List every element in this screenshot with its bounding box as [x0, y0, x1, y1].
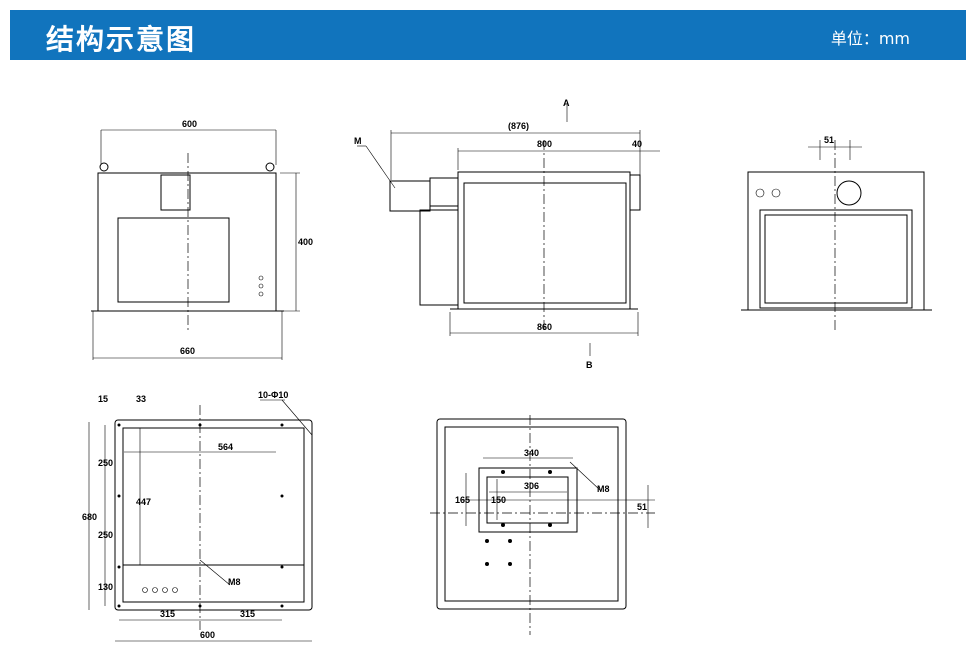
header-bar: 结构示意图 单位：mm: [10, 10, 966, 60]
bottom-view: 680 15 33 250 250 130 564 447 315 315 60…: [82, 390, 313, 642]
dim-51-top: 51: [637, 502, 647, 512]
front-view: 600 400 660: [91, 119, 313, 360]
dim-306: 306: [524, 481, 539, 491]
side-view: (876) 800 40 860 M A B: [354, 98, 660, 370]
dim-130: 130: [98, 582, 113, 592]
dim-250-a: 250: [98, 458, 113, 468]
dim-33: 33: [136, 394, 146, 404]
dim-600: 600: [182, 119, 197, 129]
dim-250-b: 250: [98, 530, 113, 540]
view-marker-a: A: [563, 98, 570, 108]
page-title: 结构示意图: [46, 23, 197, 56]
dim-860: 860: [537, 322, 552, 332]
view-marker-b: B: [586, 360, 593, 370]
dim-150: 150: [491, 495, 506, 505]
dim-40: 40: [632, 139, 642, 149]
callout-m8-top: M8: [597, 484, 610, 494]
callout-m8-bottom: M8: [228, 577, 241, 587]
dim-600-bottom: 600: [200, 630, 215, 640]
dim-165: 165: [455, 495, 470, 505]
dim-876: (876): [508, 121, 529, 131]
dim-315-a: 315: [160, 609, 175, 619]
dim-564: 564: [218, 442, 233, 452]
unit-label: 单位：mm: [830, 29, 910, 48]
top-view: 340 306 165 150 51 M8: [430, 415, 655, 635]
dim-660: 660: [180, 346, 195, 356]
dim-51-end: 51: [824, 135, 834, 145]
holes-label: 10-Φ10: [258, 390, 288, 400]
dim-315-b: 315: [240, 609, 255, 619]
dim-15: 15: [98, 394, 108, 404]
end-view: 51: [741, 135, 932, 330]
dim-800: 800: [537, 139, 552, 149]
callout-m: M: [354, 136, 362, 146]
dim-680: 680: [82, 512, 97, 522]
dim-340: 340: [524, 448, 539, 458]
dim-447: 447: [136, 497, 151, 507]
dim-400: 400: [298, 237, 313, 247]
